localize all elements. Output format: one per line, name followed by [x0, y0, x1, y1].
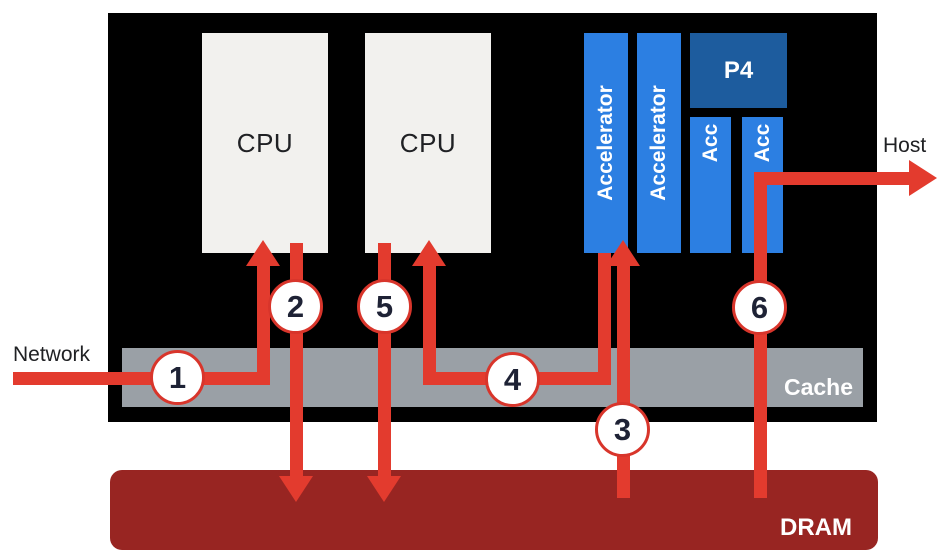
accelerator-2-label: Accelerator: [647, 85, 670, 201]
flow-marker-3-number: 3: [613, 411, 632, 447]
flow-6-horizontal-line: [754, 172, 909, 185]
accelerator-1-label: Accelerator: [594, 85, 617, 201]
flow-4-arrowhead-up-icon: [412, 240, 446, 266]
flow-4-left-vertical-line: [423, 264, 436, 385]
accelerator-1-block: Accelerator: [584, 33, 628, 253]
flow-marker-3: 3: [595, 402, 650, 457]
cache-label: Cache: [783, 374, 853, 400]
flow-marker-6-number: 6: [750, 289, 769, 325]
flow-marker-1-number: 1: [168, 359, 187, 395]
acc-1-block: Acc: [690, 117, 731, 253]
flow-5-arrowhead-down-icon: [367, 476, 401, 502]
host-label: Host: [883, 134, 927, 157]
acc-2-label: Acc: [750, 123, 774, 163]
network-label: Network: [13, 343, 91, 366]
cpu-right-block: CPU: [365, 33, 491, 253]
flow-3-arrowhead-up-icon: [606, 240, 640, 266]
p4-label: P4: [723, 56, 754, 84]
flow-marker-4-number: 4: [503, 361, 522, 397]
flow-marker-4: 4: [485, 352, 540, 407]
flow-marker-1: 1: [150, 350, 205, 405]
flow-marker-2: 2: [268, 279, 323, 334]
flow-marker-6: 6: [732, 280, 787, 335]
flow-marker-5: 5: [357, 279, 412, 334]
cpu-right-label: CPU: [399, 127, 457, 158]
dram-block: DRAM: [110, 470, 878, 550]
flow-marker-2-number: 2: [286, 288, 305, 324]
accelerator-2-block: Accelerator: [637, 33, 681, 253]
flow-marker-5-number: 5: [375, 288, 394, 324]
p4-block: P4: [690, 33, 787, 108]
flow-6-vertical-line: [754, 172, 767, 498]
cpu-left-label: CPU: [236, 127, 294, 158]
flow-4-right-vertical-line: [598, 253, 611, 385]
flow-2-arrowhead-down-icon: [279, 476, 313, 502]
flow-1-vertical-line: [257, 264, 270, 385]
flow-6-arrowhead-right-icon: [909, 160, 937, 196]
flow-3-vertical-line: [617, 264, 630, 498]
acc-1-label: Acc: [698, 123, 722, 163]
flow-1-arrowhead-up-icon: [246, 240, 280, 266]
cpu-left-block: CPU: [202, 33, 328, 253]
dram-label: DRAM: [780, 514, 852, 541]
flow-1-horizontal-line: [13, 372, 270, 385]
